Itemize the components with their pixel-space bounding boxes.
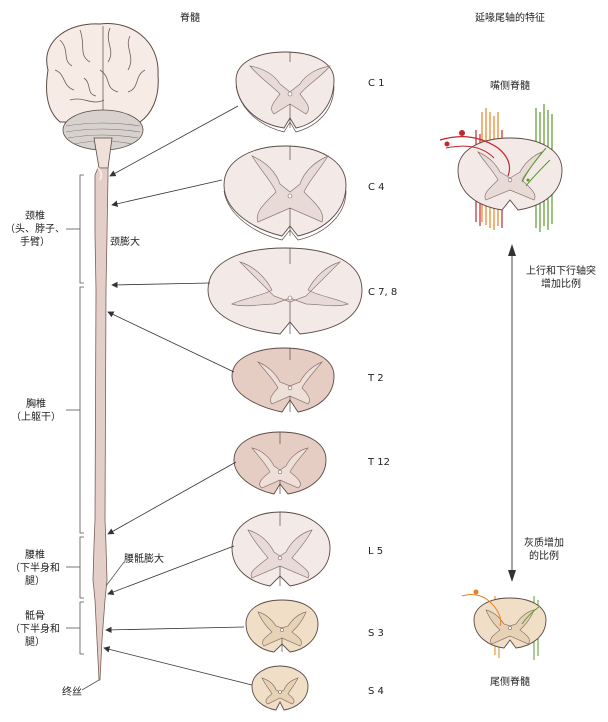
- section-c4: [223, 145, 347, 241]
- level-s3: S 3: [368, 628, 384, 639]
- cervical-enlargement-label: 颈膨大: [110, 237, 140, 248]
- section-s3: [245, 599, 319, 653]
- caudal-cord-label: 尾侧脊髓: [490, 677, 530, 688]
- spinal-cord-column: [92, 167, 109, 681]
- axons-increase-note: 上行和下行轴突 增加比例: [526, 266, 596, 290]
- rostral-cord-illustration: [439, 104, 563, 232]
- lumbosacral-enlargement-label: 腰骶膨大: [124, 554, 164, 565]
- level-t12: T 12: [368, 457, 391, 468]
- pointer-arrows: [103, 105, 253, 686]
- region-thoracic-label: 胸椎 （上躯干）: [11, 399, 61, 423]
- rostral-cord-label: 嘴侧脊髓: [490, 81, 530, 92]
- level-c4: C 4: [368, 182, 385, 193]
- section-c78: [207, 247, 363, 335]
- section-s4: [251, 665, 309, 711]
- rostrocaudal-arrow: [508, 244, 516, 582]
- filum-terminale-label: 终丝: [62, 687, 82, 698]
- brain: [46, 22, 159, 169]
- region-sacral-label: 骶骨 （下半身和 腿）: [10, 611, 60, 648]
- section-t12: [233, 431, 327, 495]
- level-c1: C 1: [368, 78, 385, 89]
- level-l5: L 5: [368, 546, 384, 557]
- filum-leader: [82, 679, 100, 691]
- level-s4: S 4: [368, 686, 384, 697]
- section-c1: [235, 51, 335, 133]
- section-l5: [231, 511, 331, 587]
- title-spinal-cord: 脊髓: [180, 13, 200, 24]
- section-t2: [231, 347, 335, 413]
- gray-matter-increase-note: 灰质增加 的比例: [524, 538, 564, 562]
- title-rostrocaudal: 延喙尾轴的特征: [475, 13, 545, 24]
- caudal-cord-illustration: [461, 589, 547, 660]
- level-t2: T 2: [368, 373, 384, 384]
- lumbosacral-leader: [105, 561, 125, 587]
- region-lumbar-label: 腰椎 （下半身和 腿）: [10, 550, 60, 587]
- region-brackets: [66, 174, 84, 655]
- level-c78: C 7, 8: [368, 287, 398, 298]
- region-cervical-label: 颈椎 （头、脖子、 手臂）: [5, 211, 65, 248]
